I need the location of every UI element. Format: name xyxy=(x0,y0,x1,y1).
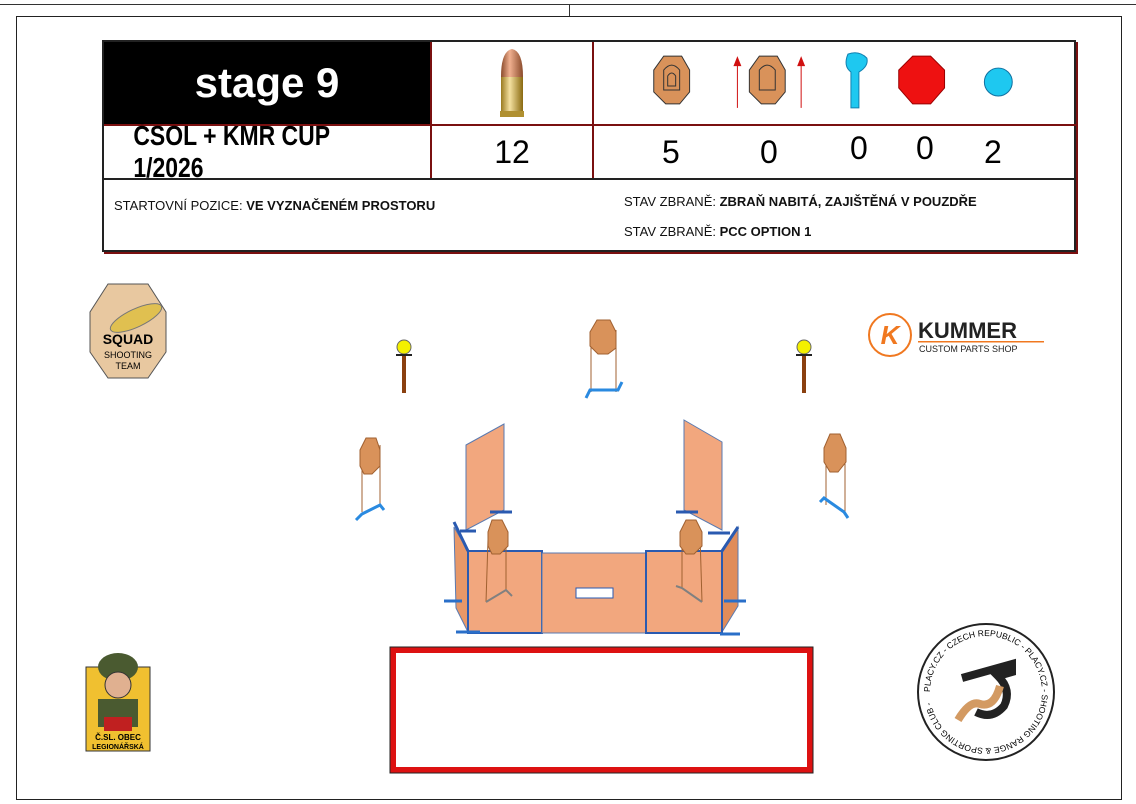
round-plate-count: 2 xyxy=(984,134,1002,170)
svg-text:SHOOTING: SHOOTING xyxy=(104,350,152,360)
svg-text:KUMMER: KUMMER xyxy=(918,318,1017,343)
popper-count: 0 xyxy=(850,130,868,166)
popper-icon xyxy=(845,52,868,109)
shooting-box xyxy=(389,646,814,774)
svg-text:LEGIONÁŘSKÁ: LEGIONÁŘSKÁ xyxy=(92,742,144,751)
svg-text:SQUAD: SQUAD xyxy=(103,331,154,347)
stage-title: stage 9 xyxy=(104,42,430,124)
pcc-state: STAV ZBRANĚ: PCC OPTION 1 xyxy=(624,224,812,239)
round-count: 12 xyxy=(430,124,592,178)
paper-target xyxy=(818,433,850,519)
ammo-cell xyxy=(430,42,592,124)
moving-paper-target-icon xyxy=(733,55,806,108)
target-counts: 5 0 0 0 2 xyxy=(592,124,1076,178)
round-plate-target xyxy=(396,339,412,393)
paper-target xyxy=(584,319,624,399)
csol-logo: Č.SL. OBEC LEGIONÁŘSKÁ xyxy=(84,645,152,753)
match-name: ČSOL + KMR CUP 1/2026 xyxy=(104,120,430,183)
start-position: STARTOVNÍ POZICE: VE VYZNAČENÉM PROSTORU xyxy=(114,198,436,213)
paper-target xyxy=(485,519,513,603)
paper-target-icon xyxy=(653,55,691,105)
bullet-icon xyxy=(500,49,524,117)
svg-text:CUSTOM PARTS SHOP: CUSTOM PARTS SHOP xyxy=(919,344,1018,354)
svg-text:TEAM: TEAM xyxy=(115,361,140,371)
paper-target xyxy=(354,437,386,522)
page-frame xyxy=(16,16,1122,800)
page-edge-line xyxy=(0,4,569,5)
paper-target xyxy=(675,519,703,603)
page-edge-line xyxy=(569,4,570,16)
paper-target-count: 5 xyxy=(662,134,680,170)
moving-target-count: 0 xyxy=(760,134,778,170)
octagon-plate-icon xyxy=(898,55,946,105)
round-plate-target xyxy=(796,339,812,393)
weapon-state: STAV ZBRANĚ: ZBRAŇ NABITÁ, ZAJIŠTĚNÁ V P… xyxy=(624,194,977,209)
octagon-count: 0 xyxy=(916,130,934,166)
target-types-cell xyxy=(592,42,1076,124)
svg-text:Č.SL. OBEC: Č.SL. OBEC xyxy=(95,733,141,742)
stage-info: STARTOVNÍ POZICE: VE VYZNAČENÉM PROSTORU… xyxy=(104,178,1074,250)
kummer-logo: K KUMMER CUSTOM PARTS SHOP xyxy=(866,310,1051,360)
stage-header-table: stage 9 xyxy=(102,40,1076,252)
placy-logo: PLACY.CZ - CZECH REPUBLIC - PLACY.CZ - S… xyxy=(914,620,1058,764)
wall-panels xyxy=(444,419,746,636)
svg-text:K: K xyxy=(881,320,902,350)
squad-logo: SQUAD SHOOTING TEAM xyxy=(88,282,168,380)
round-plate-icon xyxy=(983,67,1013,97)
page-edge-line xyxy=(569,4,1136,5)
